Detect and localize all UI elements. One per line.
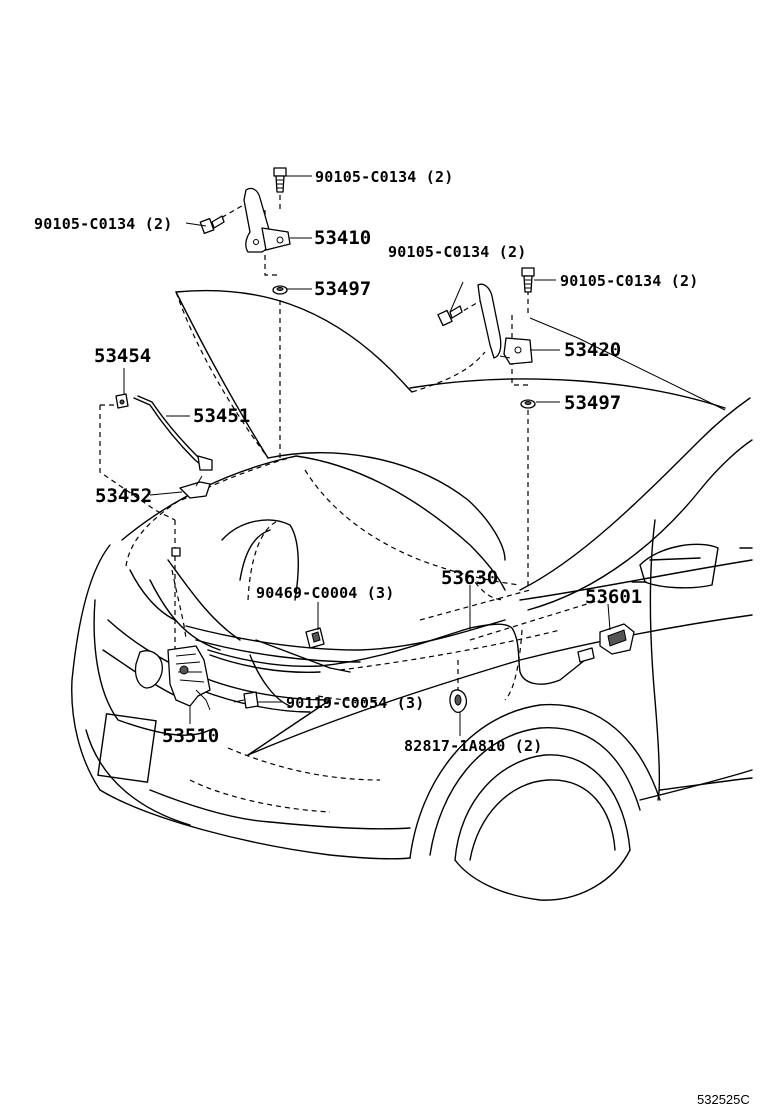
callout-hinge-right: 53420: [564, 339, 621, 361]
callout-hinge-bolt-right-side: 90105-C0134 (2): [388, 243, 526, 261]
callout-release-cable: 53630: [441, 567, 498, 589]
callout-clamp-82817: 82817-1A810 (2): [404, 737, 542, 755]
callout-support-rod-clamp: 53454: [94, 345, 151, 367]
callout-release-lever: 53601: [585, 586, 642, 608]
support-rod-part: [133, 395, 213, 471]
hood-lock-part: [134, 645, 211, 711]
bolt-left-top: [273, 167, 287, 193]
clamp-82817-part: [449, 689, 468, 713]
cushion-left-part: [272, 285, 288, 295]
callout-clip-90469: 90469-C0004 (3): [256, 584, 394, 602]
car-body-outline: [71, 289, 753, 901]
leader-lines: [123, 175, 726, 736]
callout-bolt-90119: 90119-C0054 (3): [286, 694, 424, 712]
support-rod-clamp-part: [115, 393, 129, 409]
callout-support-rod: 53451: [193, 405, 250, 427]
bolt-90119-part: [233, 691, 259, 709]
callout-cushion-right: 53497: [564, 392, 621, 414]
cushion-right-part: [520, 399, 536, 409]
callout-hinge-bolt-left-side: 90105-C0134 (2): [34, 215, 172, 233]
hinge-right-part: [477, 283, 533, 365]
release-cable-part: [207, 623, 595, 685]
callout-hinge-bolt-left-top: 90105-C0134 (2): [315, 168, 453, 186]
callout-hinge-bolt-right-top: 90105-C0134 (2): [560, 272, 698, 290]
clip-90469-part: [305, 627, 325, 649]
bolt-right-top: [521, 267, 535, 293]
small-clip-part: [171, 547, 181, 557]
callout-lock-assy: 53510: [162, 725, 219, 747]
callout-support-rod-holder: 53452: [95, 485, 152, 507]
bolt-right-side: [437, 305, 463, 327]
diagram-code: 532525C: [697, 1092, 750, 1107]
bolt-left-side: [199, 215, 225, 234]
callout-hinge-left: 53410: [314, 227, 371, 249]
hinge-left-part: [243, 187, 291, 253]
release-lever-part: [599, 623, 635, 655]
callout-cushion-left: 53497: [314, 278, 371, 300]
support-rod-holder-part: [179, 475, 211, 499]
callout-labels: 90105-C0134 (2) 90105-C0134 (2) 53410 53…: [34, 168, 750, 1107]
